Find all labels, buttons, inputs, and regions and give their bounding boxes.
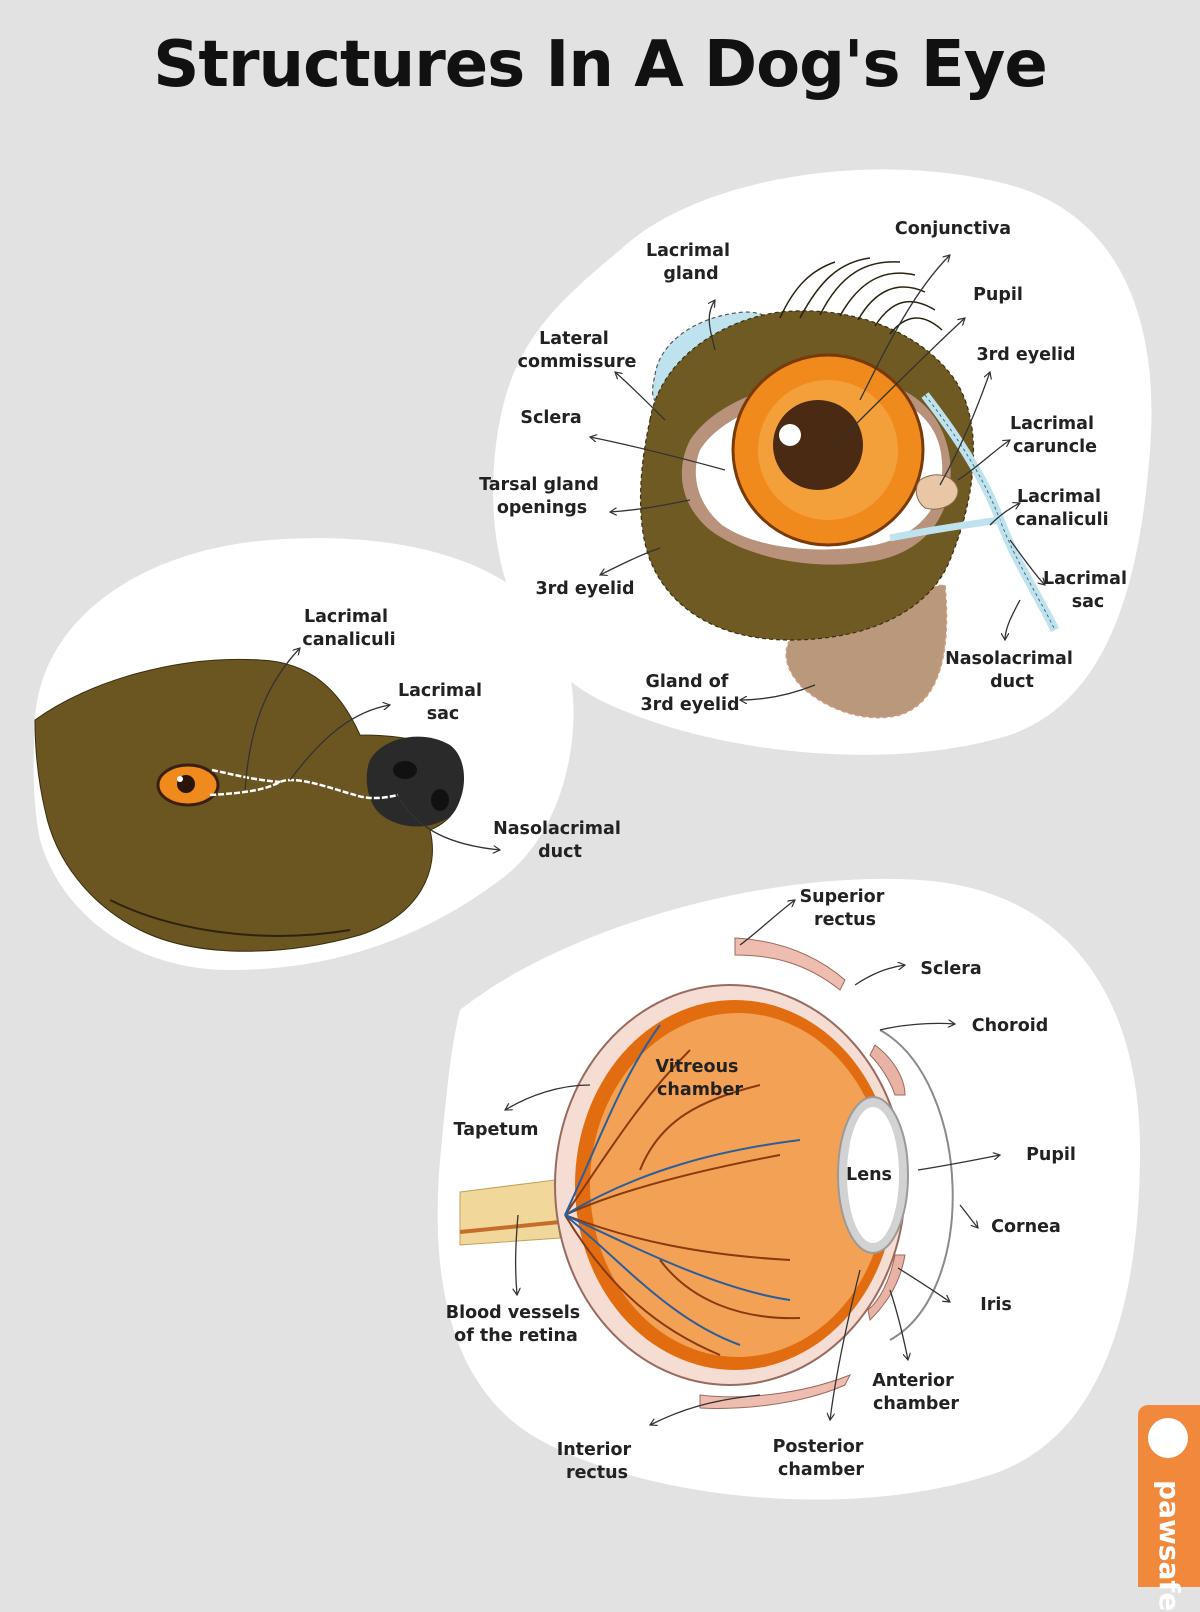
label-line: commissure [518,352,637,372]
label-lacrimal-caruncle: Lacrimal caruncle [1010,414,1100,457]
label-lens: Lens [846,1165,892,1185]
label-line: sac [427,704,460,724]
nostril [431,789,449,811]
label-line: Nasolacrimal [945,649,1073,669]
optic-nerve-stripe [459,1220,561,1234]
label-line: canaliculi [1015,510,1108,530]
label-line: Anterior [872,1371,954,1391]
label-blood-vessels: Blood vessels of the retina [446,1303,587,1346]
label-conjunctiva: Conjunctiva [895,219,1011,239]
label-line: gland [663,264,718,284]
lacrimal-canaliculus-lower [889,516,1001,542]
label-tarsal-gland-openings: Tarsal gland openings [479,475,605,518]
label-line: Nasolacrimal [493,819,621,839]
label-muzzle-lacrimal-canaliculi: Lacrimal canaliculi [302,607,395,650]
eyeball-labels: Superior rectus Sclera Choroid Vitreous … [446,887,1076,1483]
brand-name: pawsafe [1153,1480,1186,1612]
label-anterior-chamber: Anterior chamber [872,1371,960,1414]
label-line: duct [990,672,1034,692]
retina-vessels [564,1024,801,1356]
page-title: Structures In A Dog's Eye [153,28,1047,102]
label-line: Lacrimal [1017,487,1101,507]
label-cornea: Cornea [991,1217,1061,1237]
dog-eye-highlight [177,776,183,782]
label-line: rectus [566,1463,628,1483]
label-eyeball-pupil: Pupil [1026,1145,1076,1165]
external-eye-panel [493,169,1152,755]
label-line: Lacrimal [398,681,482,701]
label-interior-rectus: Interior rectus [557,1440,638,1483]
label-lacrimal-gland: Lacrimal gland [646,241,736,284]
third-eyelid-corner [915,474,959,510]
label-line: of the retina [454,1326,578,1346]
label-lateral-commissure: Lateral commissure [518,329,637,372]
pupil-shape [773,400,863,490]
muzzle-labels: Lacrimal canaliculi Lacrimal sac Nasolac… [302,607,627,862]
label-line: Superior [800,887,885,907]
label-vitreous-chamber: Vitreous chamber [655,1057,744,1100]
label-gland-of-3rd-eyelid: Gland of 3rd eyelid [640,672,739,715]
vitreous-chamber-shape [590,1013,886,1357]
label-superior-rectus: Superior rectus [800,887,891,930]
iris-shape-cross [869,1044,906,1096]
label-iris: Iris [980,1295,1012,1315]
label-eyeball-sclera: Sclera [920,959,981,979]
label-line: sac [1072,592,1105,612]
tear-duct-upper [211,768,281,784]
label-line: chamber [873,1394,959,1414]
label-3rd-eyelid-left: 3rd eyelid [535,579,634,599]
eyeball-panel [437,878,1140,1500]
cornea-shape [879,1029,954,1341]
label-line: Lacrimal [1043,569,1127,589]
label-posterior-chamber: Posterior chamber [773,1437,870,1480]
label-line: Blood vessels [446,1303,580,1323]
label-line: Lacrimal [1010,414,1094,434]
dog-nose-shape [366,736,465,827]
label-line: openings [497,498,587,518]
label-line: Lacrimal [304,607,388,627]
pointer-arrows [244,255,1045,1425]
label-sclera: Sclera [520,408,581,428]
label-choroid: Choroid [972,1016,1049,1036]
optic-nerve-shape [459,1179,561,1246]
dog-head-logo-icon [1148,1418,1188,1458]
label-line: Lacrimal [646,241,730,261]
label-line: Vitreous [655,1057,738,1077]
label-muzzle-nasolacrimal-duct: Nasolacrimal duct [493,819,627,862]
superior-rectus-shape [734,937,846,991]
label-line: Gland of [646,672,729,692]
dog-head-shape [34,658,462,952]
label-line: canaliculi [302,630,395,650]
label-muzzle-lacrimal-sac: Lacrimal sac [398,681,488,724]
eye-highlight [779,424,801,446]
label-line: duct [538,842,582,862]
label-line: 3rd eyelid [640,695,739,715]
label-tapetum: Tapetum [454,1120,539,1140]
iris-shape-cross-lower [867,1254,906,1322]
label-nasolacrimal-duct: Nasolacrimal duct [945,649,1079,692]
external-eye-labels: Lacrimal gland Lateral commissure Sclera… [479,219,1133,715]
nostril [393,761,417,779]
label-line: Interior [557,1440,632,1460]
tear-duct-line [209,778,399,800]
mouth-line [109,899,351,937]
label-3rd-eyelid-right: 3rd eyelid [976,345,1075,365]
label-line: Posterior [773,1437,864,1457]
label-line: chamber [778,1460,864,1480]
lens-inner [847,1107,899,1243]
label-lacrimal-sac: Lacrimal sac [1043,569,1133,612]
label-line: Tarsal gland [479,475,599,495]
label-line: rectus [814,910,876,930]
eyelashes [779,257,943,335]
muzzle-panel [33,538,574,970]
label-line: Lateral [539,329,609,349]
label-pupil: Pupil [973,285,1023,305]
label-line: caruncle [1013,437,1097,457]
label-lacrimal-canaliculi: Lacrimal canaliculi [1015,487,1108,530]
label-line: chamber [657,1080,743,1100]
